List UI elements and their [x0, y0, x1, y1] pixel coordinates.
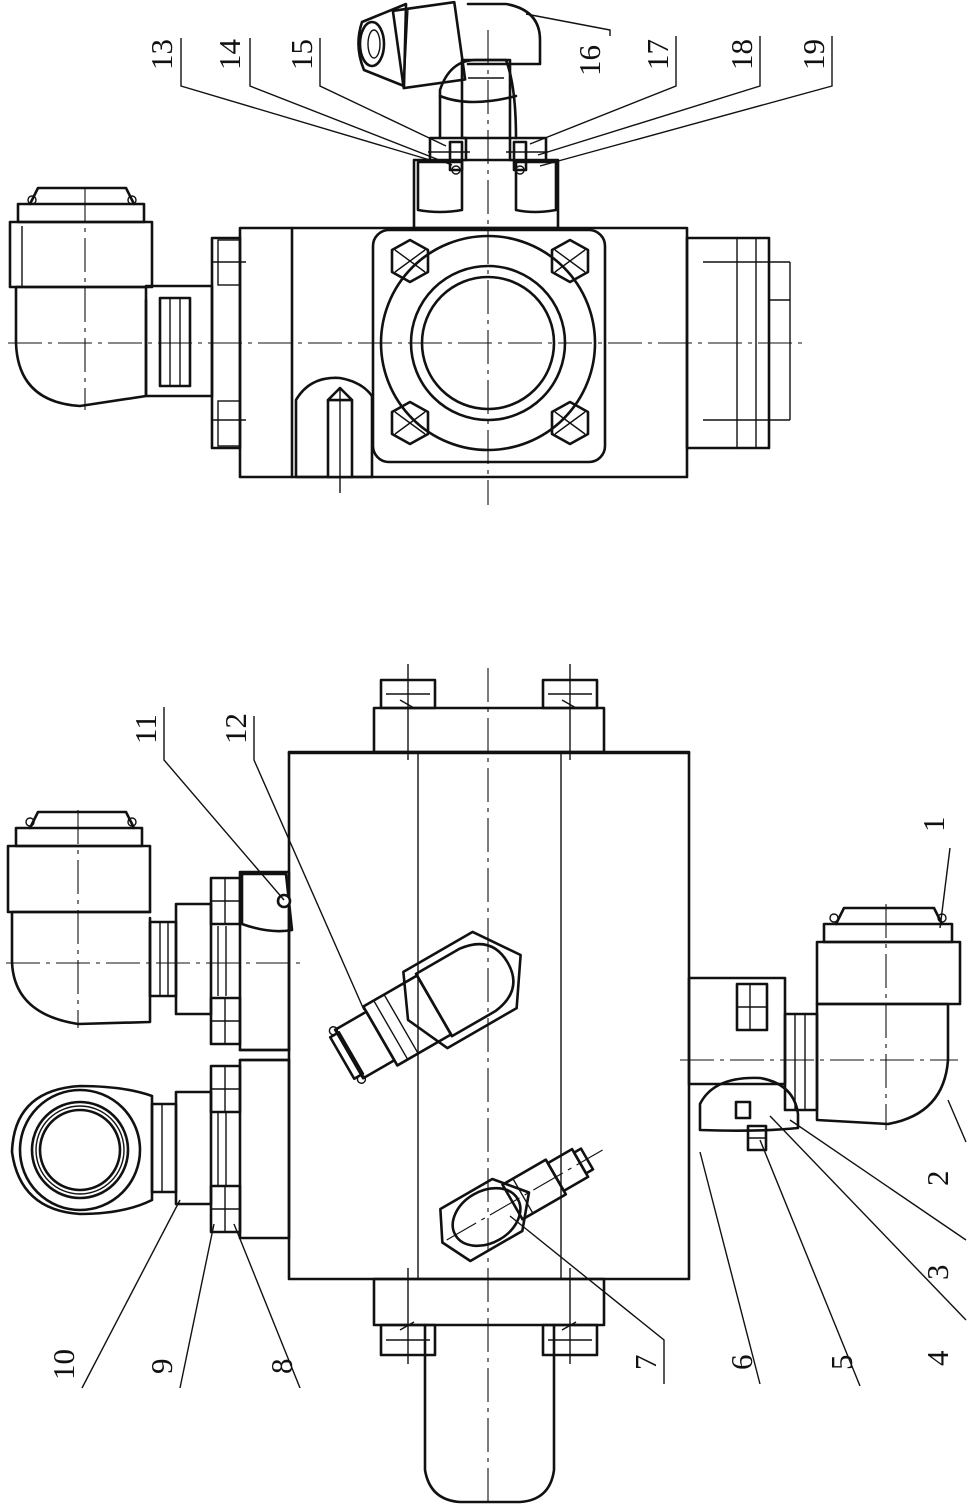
part-labels: 13 14 15 16 17 18 19 1 2 3 4 5 6 7 8 9 1…: [46, 39, 955, 1381]
label-6: 6: [724, 1355, 759, 1371]
flange-bolt-icon: [390, 238, 430, 284]
bottom-view-rod-end: [423, 1323, 556, 1504]
label-18: 18: [724, 39, 759, 70]
label-12: 12: [218, 713, 253, 744]
top-view-top-elbow-fitting: [357, 0, 542, 140]
label-2: 2: [920, 1171, 955, 1187]
flange-bolt-icon: [550, 238, 590, 284]
label-3: 3: [920, 1265, 955, 1281]
bottom-view-flange-lower: [209, 1064, 242, 1234]
label-8: 8: [264, 1359, 299, 1375]
label-10: 10: [46, 1349, 81, 1380]
bottom-view-leaders: [81, 707, 967, 1389]
label-15: 15: [284, 39, 319, 70]
bottom-view-bottom-cap: [372, 1277, 606, 1327]
bottom-view-lower-ring-fitting: [10, 1084, 213, 1216]
bottom-view: [6, 664, 967, 1505]
top-view-body: [238, 226, 689, 479]
top-view-cutaway: [294, 376, 374, 479]
label-11: 11: [128, 714, 163, 744]
label-9: 9: [144, 1359, 179, 1375]
label-13: 13: [144, 39, 179, 70]
top-view-left-elbow-fitting: [8, 186, 214, 408]
label-19: 19: [796, 39, 831, 70]
label-7: 7: [628, 1355, 663, 1371]
bottom-view-top-cap: [372, 706, 606, 754]
label-16: 16: [572, 45, 607, 76]
bottom-view-flange-upper: [209, 876, 242, 1046]
top-view: [8, 0, 833, 505]
label-17: 17: [640, 39, 675, 70]
label-14: 14: [212, 39, 247, 71]
flange-bolt-icon: [550, 400, 590, 446]
label-5: 5: [824, 1355, 859, 1371]
top-view-port-section: [412, 136, 560, 230]
top-view-leaders: [180, 13, 833, 167]
bottom-view-right-port: [680, 904, 962, 1152]
label-4: 4: [920, 1350, 955, 1366]
bottom-view-upper-elbow-fitting: [6, 810, 300, 1028]
bottom-view-angled-fitting-12: [328, 930, 522, 1084]
label-1: 1: [916, 817, 951, 833]
flange-bolt-icon: [390, 400, 430, 446]
top-view-square-flange: [371, 228, 607, 464]
bottom-view-angled-fitting-7: [439, 1147, 603, 1263]
